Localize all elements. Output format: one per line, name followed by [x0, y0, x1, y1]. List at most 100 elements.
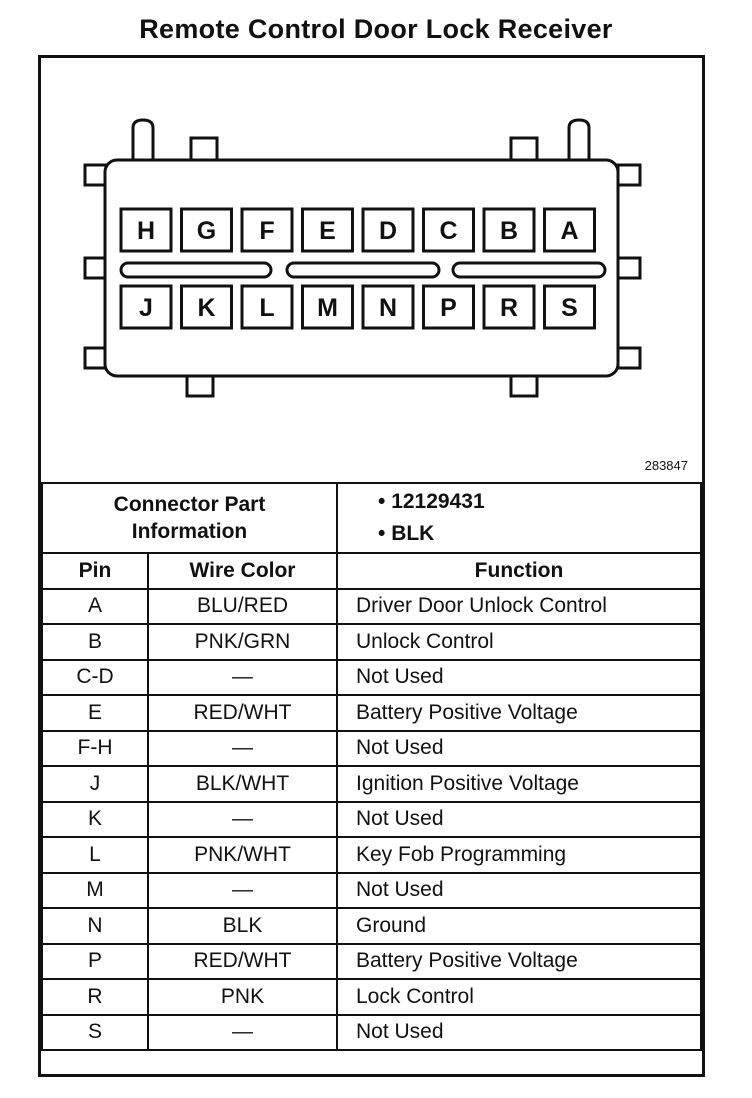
- pin-cavity: [301, 207, 354, 253]
- side-tab: [616, 163, 642, 187]
- page-title: Remote Control Door Lock Receiver: [139, 14, 613, 44]
- pin-cavity: [119, 284, 173, 330]
- pin-cell: E: [41, 694, 149, 732]
- pin-label: B: [500, 217, 518, 245]
- figure-id: 283847: [644, 458, 688, 473]
- pin-label: F: [259, 217, 274, 245]
- part-number: 12129431: [378, 486, 700, 518]
- wire-color-cell: RED/WHT: [147, 942, 338, 980]
- pin-cell: C-D: [41, 658, 149, 696]
- pin-label: M: [317, 294, 338, 322]
- pin-cavity: [361, 207, 415, 253]
- function-cell: Key Fob Programming: [336, 836, 702, 874]
- pin-cell: K: [41, 800, 149, 838]
- table-row: S—Not Used: [41, 1013, 702, 1051]
- top-tab: [509, 136, 539, 162]
- pin-cavity: [240, 284, 294, 330]
- part-info-row: Connector Part Information 12129431 BLK: [41, 482, 702, 554]
- pin-label: C: [439, 217, 457, 245]
- pin-cavity: [422, 284, 475, 330]
- pin-cell: M: [41, 871, 149, 909]
- pin-cavity: [180, 284, 233, 330]
- pin-label: S: [561, 294, 578, 322]
- side-tab: [616, 256, 642, 280]
- pin-cavity: [482, 207, 536, 253]
- pin-cavity: [301, 284, 354, 330]
- pin-cavity: [240, 207, 294, 253]
- pin-cell: L: [41, 836, 149, 874]
- pin-cavity: [543, 207, 596, 253]
- pin-label: H: [137, 217, 155, 245]
- connector-color: BLK: [378, 518, 700, 550]
- table-row: M—Not Used: [41, 871, 702, 909]
- pin-cell: R: [41, 978, 149, 1016]
- connector-table: Connector Part Information 12129431 BLK …: [41, 482, 702, 1051]
- function-cell: Not Used: [336, 800, 702, 838]
- wire-color-cell: —: [147, 729, 338, 767]
- wire-color-cell: RED/WHT: [147, 694, 338, 732]
- pin-cell: J: [41, 765, 149, 803]
- latch-right: [567, 118, 591, 161]
- function-cell: Not Used: [336, 1013, 702, 1051]
- pin-label: D: [379, 217, 397, 245]
- pin-label: A: [560, 217, 578, 245]
- function-cell: Lock Control: [336, 978, 702, 1016]
- top-tab: [189, 136, 219, 162]
- wire-color-cell: —: [147, 871, 338, 909]
- pin-cavity: [180, 207, 233, 253]
- pin-cavity: [119, 207, 173, 253]
- wire-color-cell: —: [147, 1013, 338, 1051]
- function-cell: Unlock Control: [336, 623, 702, 661]
- pin-cavity: [482, 284, 536, 330]
- function-cell: Ignition Positive Voltage: [336, 765, 702, 803]
- pin-cavity: [422, 207, 475, 253]
- pin-header: Pin: [41, 552, 149, 590]
- pin-label: E: [319, 217, 336, 245]
- pin-cell: F-H: [41, 729, 149, 767]
- part-info-label-line: Connector Part: [113, 493, 266, 516]
- function-cell: Battery Positive Voltage: [336, 694, 702, 732]
- wire-color-cell: BLK: [147, 907, 338, 945]
- wire-color-cell: —: [147, 800, 338, 838]
- part-info-label-line: Information: [131, 520, 248, 543]
- wire-color-cell: —: [147, 658, 338, 696]
- function-cell: Battery Positive Voltage: [336, 942, 702, 980]
- pin-label: N: [379, 294, 397, 322]
- table-row: C-D—Not Used: [41, 658, 702, 696]
- table-row: K—Not Used: [41, 800, 702, 838]
- pin-cell: N: [41, 907, 149, 945]
- function-cell: Not Used: [336, 729, 702, 767]
- pin-label: P: [440, 294, 457, 322]
- function-cell: Not Used: [336, 658, 702, 696]
- pin-cavity: [361, 284, 415, 330]
- side-tab: [616, 346, 642, 370]
- pin-label: J: [139, 294, 153, 322]
- function-cell: Ground: [336, 907, 702, 945]
- pin-cavity: [543, 284, 596, 330]
- keyway-bar: [119, 261, 273, 279]
- wire-color-header: Wire Color: [147, 552, 338, 590]
- pin-label: G: [197, 217, 216, 245]
- wire-color-cell: BLU/RED: [147, 587, 338, 625]
- pin-label: K: [197, 294, 215, 322]
- keyway-bar: [285, 261, 441, 279]
- header-row: Pin Wire Color Function: [41, 552, 702, 590]
- part-info-values: 12129431 BLK: [336, 482, 702, 554]
- pin-label: R: [500, 294, 518, 322]
- part-info-label: Connector Part Information: [41, 482, 338, 554]
- wire-color-cell: PNK/GRN: [147, 623, 338, 661]
- pin-cell: S: [41, 1013, 149, 1051]
- pin-cell: A: [41, 587, 149, 625]
- wire-color-cell: PNK/WHT: [147, 836, 338, 874]
